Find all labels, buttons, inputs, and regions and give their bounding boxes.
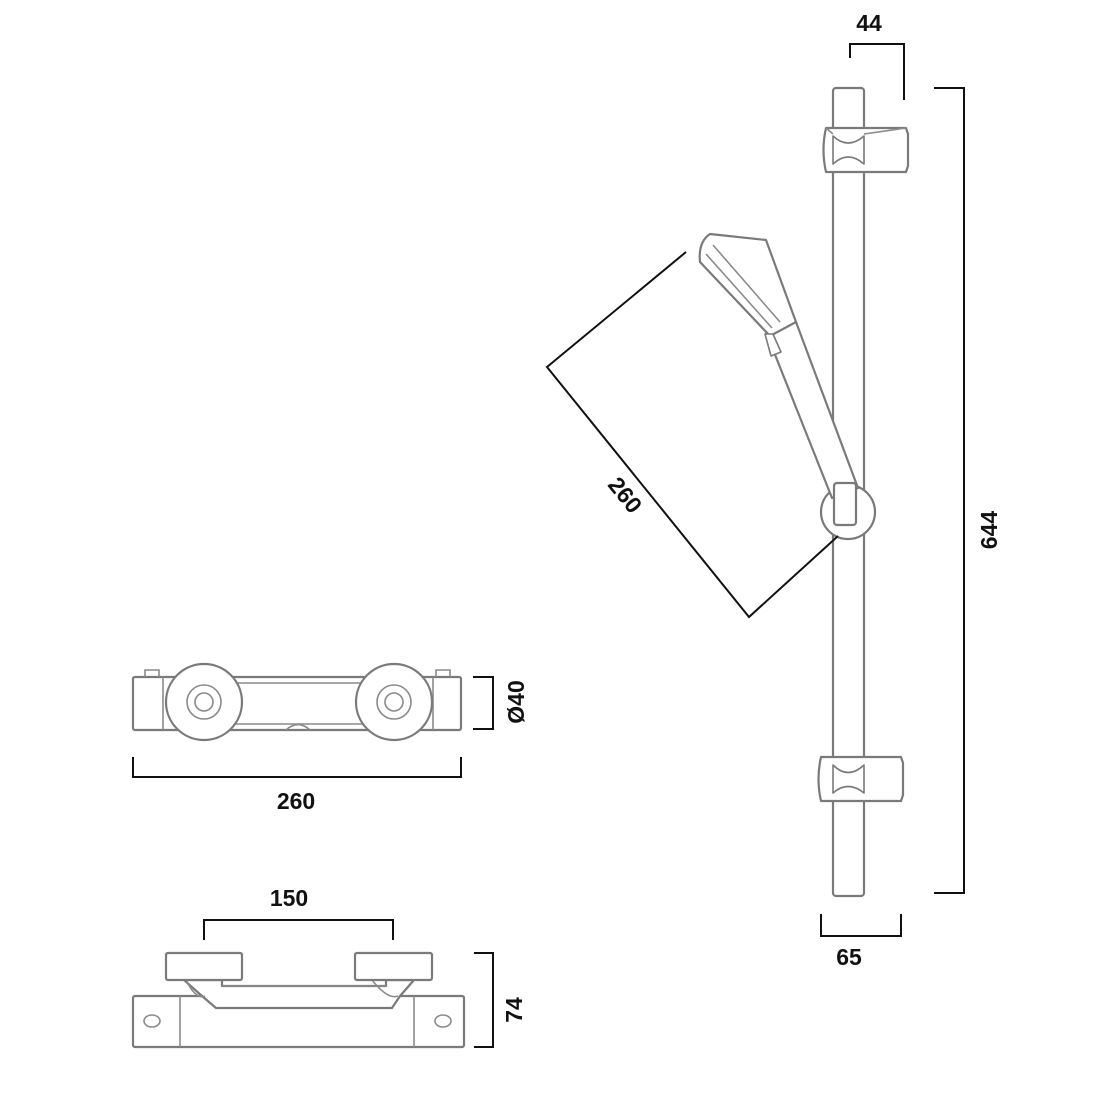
dim-line-handset-length <box>545 251 839 619</box>
rail-bottom-bracket <box>817 755 905 803</box>
dim-label-bracket-depth: 74 <box>501 997 527 1023</box>
dim-line-rail-width-bottom <box>820 914 902 937</box>
shower-rail-view: 44 644 65 260 <box>545 10 1002 970</box>
dim-label-handset-length: 260 <box>603 472 647 518</box>
dim-line-bracket-centres <box>203 919 394 940</box>
bracket-front-view: 150 74 <box>131 885 527 1049</box>
dim-label-rail-length: 644 <box>976 511 1002 550</box>
dim-line-rail-length <box>934 87 965 894</box>
dim-label-bracket-length: 260 <box>277 788 315 814</box>
rail-top-bracket <box>822 126 910 174</box>
dim-line-bracket-diameter <box>473 676 494 730</box>
dim-label-rail-width-bottom: 65 <box>836 944 862 970</box>
dim-label-bracket-centres: 150 <box>270 885 308 911</box>
dim-line-bracket-length <box>132 757 462 778</box>
bracket-end-view: Ø40 260 <box>131 662 529 814</box>
dim-line-bracket-depth <box>474 952 494 1048</box>
dim-label-bracket-diameter: Ø40 <box>503 680 529 723</box>
bracket-disc-left <box>164 662 244 742</box>
dim-label-rail-width-top: 44 <box>856 10 882 36</box>
bracket-disc-right <box>354 662 434 742</box>
hand-shower <box>698 232 860 527</box>
dim-line-rail-width-top <box>849 43 905 100</box>
bracket-cap-right <box>353 951 434 982</box>
bracket-cap-left <box>164 951 244 982</box>
